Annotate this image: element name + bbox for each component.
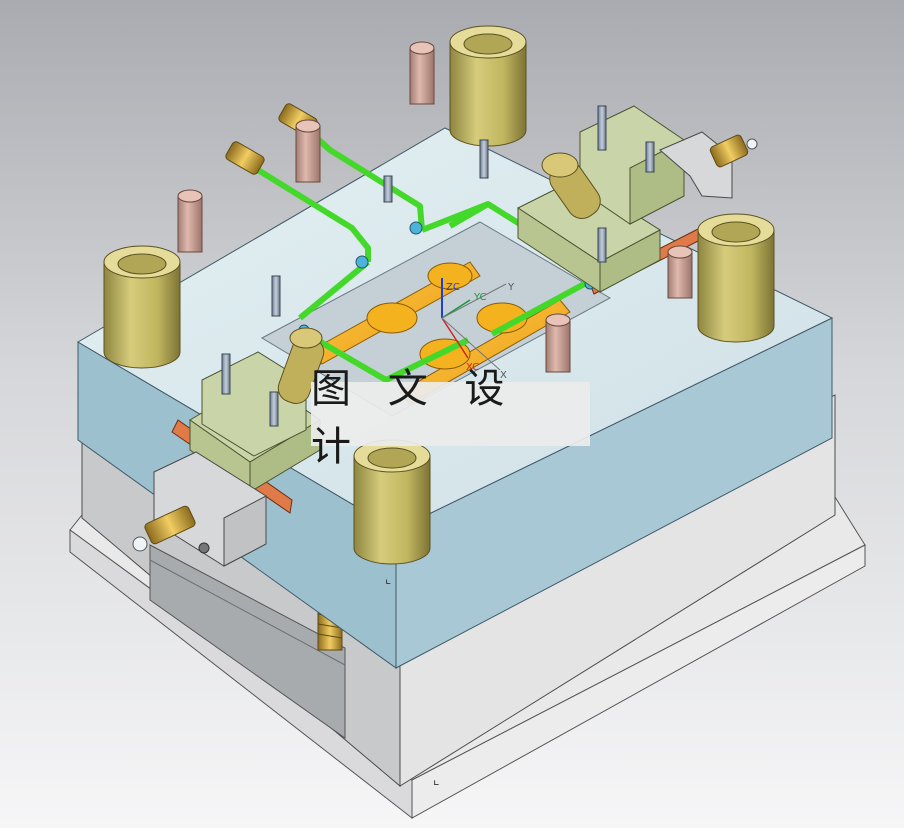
ejector-pins	[221, 105, 655, 427]
side-lock-right	[659, 131, 758, 199]
datum-marker-icon: ⌞	[385, 572, 391, 587]
guide-bushing	[697, 213, 775, 343]
socket-screw	[409, 41, 435, 105]
socket-screw	[545, 313, 571, 373]
guide-bushing	[103, 245, 181, 369]
gate-disc	[427, 262, 473, 290]
triad-y-label: Y	[507, 282, 515, 293]
triad-zc-label: ZC	[446, 282, 460, 293]
ejector-gap	[149, 544, 346, 739]
view-triad-icon: ZC YC XC Y X	[441, 278, 515, 381]
gate-disc	[366, 302, 418, 334]
watermark-label: 图 文 设 计	[311, 366, 590, 470]
runner-system	[311, 261, 571, 405]
triad-yc-label: YC	[473, 292, 487, 303]
side-lock-left	[132, 451, 267, 567]
guide-bushing	[353, 439, 431, 565]
socket-screw	[295, 119, 321, 183]
guide-bushing	[449, 25, 527, 147]
datum-marker-icon: ⌞	[433, 772, 440, 788]
triad-xc-label: XC	[466, 362, 479, 373]
socket-screw	[667, 245, 693, 299]
triad-x-label: X	[500, 370, 507, 381]
socket-screw	[177, 189, 203, 253]
